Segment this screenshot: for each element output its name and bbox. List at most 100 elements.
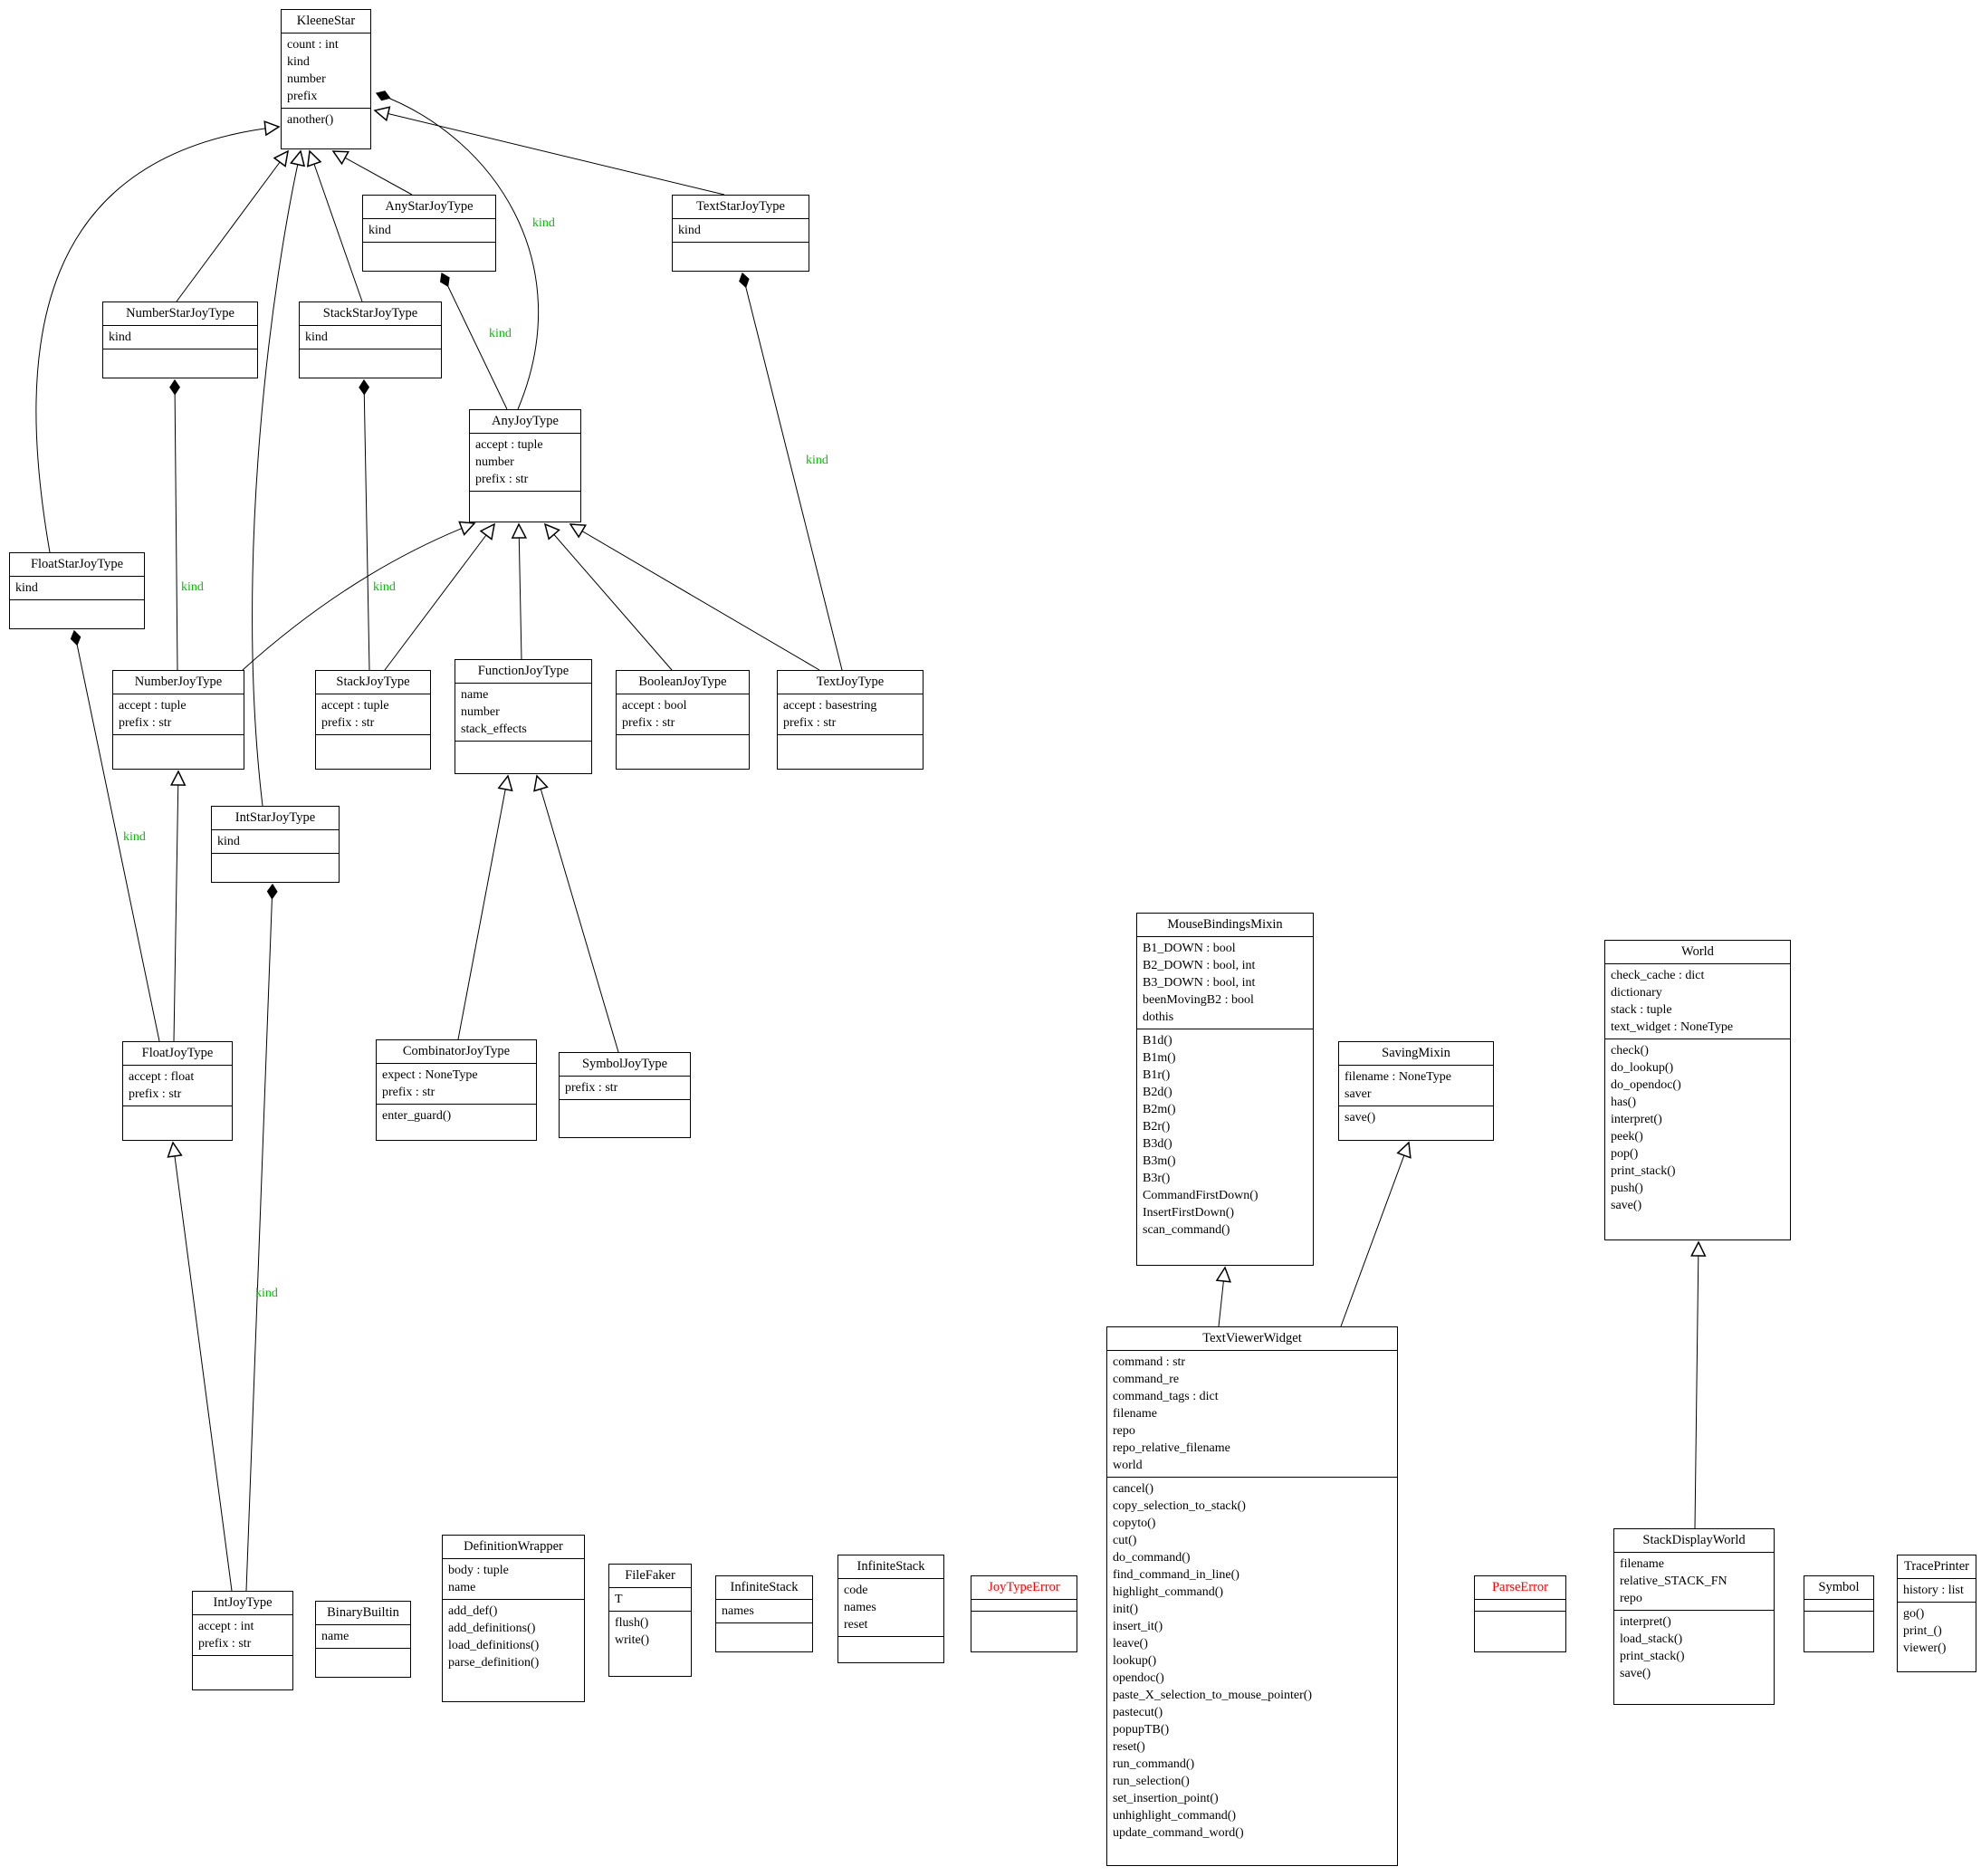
attributes-compartment: names xyxy=(716,1600,812,1623)
class-attribute: accept : int xyxy=(198,1620,254,1633)
class-name: DefinitionWrapper xyxy=(443,1536,584,1559)
attributes-compartment: kind xyxy=(300,326,441,349)
edge-inheritance-CombinatorJoyType-to-FunctionJoyType xyxy=(457,776,508,1040)
class-attribute: kind xyxy=(287,55,310,69)
class-name: InfiniteStack xyxy=(716,1576,812,1600)
class-method: go() xyxy=(1903,1607,1925,1621)
class-attribute: expect : NoneType xyxy=(382,1068,478,1082)
class-method: B3r() xyxy=(1143,1172,1171,1185)
class-method: run_command() xyxy=(1113,1757,1195,1771)
class-method: do_command() xyxy=(1113,1551,1191,1565)
class-name: NumberJoyType xyxy=(113,671,244,694)
class-attribute: name xyxy=(321,1630,349,1643)
edge-composition-StackJoyType-to-StackStarJoyType xyxy=(359,378,370,671)
class-attribute: world xyxy=(1113,1459,1143,1472)
attributes-compartment: accept : int prefix : str xyxy=(193,1615,292,1656)
methods-compartment: save() xyxy=(1339,1106,1493,1140)
edge-inheritance-FunctionJoyType-to-AnyJoyType xyxy=(519,524,522,660)
class-attribute: kind xyxy=(678,224,701,237)
class-method: B1d() xyxy=(1143,1034,1172,1048)
attributes-compartment: prefix : str xyxy=(560,1077,690,1100)
class-method: check() xyxy=(1611,1044,1649,1058)
class-attribute: kind xyxy=(305,330,328,344)
class-attribute: T xyxy=(615,1593,623,1606)
methods-compartment: B1d()B1m()B1r()B2d()B2m()B2r()B3d()B3m()… xyxy=(1137,1029,1313,1265)
methods-compartment xyxy=(838,1637,943,1662)
edge-inheritance-FloatJoyType-to-NumberJoyType xyxy=(174,771,178,1042)
class-name: BooleanJoyType xyxy=(617,671,749,694)
class-attribute: relative_STACK_FN xyxy=(1620,1574,1727,1588)
class-name: TracePrinter xyxy=(1898,1555,1976,1579)
class-method: insert_it() xyxy=(1113,1620,1163,1633)
edge-inheritance-BooleanJoyType-to-AnyJoyType xyxy=(545,524,673,671)
class-method: run_selection() xyxy=(1113,1775,1190,1788)
class-method: cancel() xyxy=(1113,1482,1154,1496)
class-attribute: number xyxy=(475,455,514,469)
class-attribute: prefix : str xyxy=(475,473,529,486)
class-attribute: prefix : str xyxy=(321,716,375,730)
class-method: push() xyxy=(1611,1182,1643,1195)
edge-composition-TextJoyType-to-TextStarJoyType xyxy=(739,272,843,671)
edge-label-kind: kind xyxy=(181,580,204,594)
class-name: StackStarJoyType xyxy=(300,302,441,326)
class-method: pop() xyxy=(1611,1147,1639,1161)
class-name: CombinatorJoyType xyxy=(377,1040,536,1064)
class-method: peek() xyxy=(1611,1130,1643,1144)
class-attribute: command_tags : dict xyxy=(1113,1390,1219,1403)
edge-label-kind: kind xyxy=(255,1287,278,1300)
class-name: MouseBindingsMixin xyxy=(1137,914,1313,937)
class-method: B2d() xyxy=(1143,1086,1172,1099)
class-attribute: filename : NoneType xyxy=(1345,1070,1451,1084)
edge-inheritance-IntStarJoyType-to-KleeneStar xyxy=(252,151,301,807)
methods-compartment: another() xyxy=(282,109,370,148)
edge-label-kind: kind xyxy=(806,454,828,467)
class-method: highlight_command() xyxy=(1113,1585,1224,1599)
class-name: ParseError xyxy=(1475,1576,1565,1600)
class-method: B2m() xyxy=(1143,1103,1176,1116)
class-attribute: prefix : str xyxy=(565,1081,618,1095)
class-attribute: prefix : str xyxy=(198,1637,252,1651)
class-attribute: dothis xyxy=(1143,1010,1174,1024)
class-method: print_stack() xyxy=(1611,1164,1676,1178)
class-name: Symbol xyxy=(1804,1576,1873,1600)
class-method: reset() xyxy=(1113,1740,1145,1754)
methods-compartment xyxy=(103,349,257,378)
class-name: StackJoyType xyxy=(316,671,430,694)
class-box-ParseError: ParseError xyxy=(1474,1575,1566,1652)
class-method: has() xyxy=(1611,1096,1636,1109)
methods-compartment: interpret()load_stack()print_stack()save… xyxy=(1614,1611,1774,1704)
class-method: B3m() xyxy=(1143,1154,1176,1168)
methods-compartment xyxy=(1804,1612,1873,1651)
class-attribute: count : int xyxy=(287,38,339,52)
class-name: FunctionJoyType xyxy=(455,660,591,684)
methods-compartment xyxy=(778,735,923,769)
class-name: JoyTypeError xyxy=(971,1576,1077,1600)
class-method: write() xyxy=(615,1633,650,1647)
methods-compartment xyxy=(1475,1612,1565,1651)
class-method: load_stack() xyxy=(1620,1632,1683,1646)
edge-inheritance-TextViewerWidget-to-MouseBindingsMixin xyxy=(1219,1268,1225,1327)
attributes-compartment: kind xyxy=(212,830,339,854)
edge-label-kind: kind xyxy=(489,327,512,340)
class-box-Symbol: Symbol xyxy=(1804,1575,1874,1652)
class-name: BinaryBuiltin xyxy=(316,1602,410,1625)
class-name: StackDisplayWorld xyxy=(1614,1529,1774,1553)
